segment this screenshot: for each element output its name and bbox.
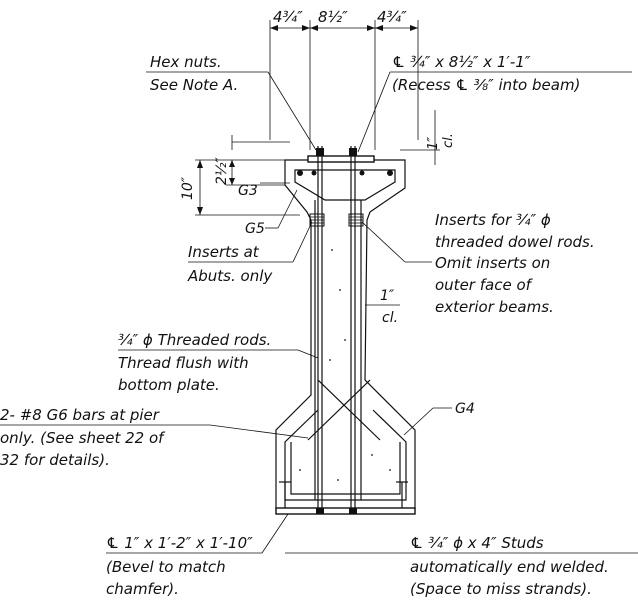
label-inserts-abuts-only: Abuts. only — [187, 267, 273, 285]
dim-right-flange: 4¾″ — [377, 8, 407, 26]
dim-height-2-5: 2½″ — [214, 157, 230, 185]
label-bottom-plate: ℄ 1″ x 1′-2″ x 1′-10″ — [106, 534, 253, 552]
bottom-plate — [275, 507, 416, 515]
label-chamfer: chamfer). — [106, 580, 179, 598]
left-dimensions — [195, 135, 300, 216]
dim-web: 8½″ — [318, 8, 348, 26]
dim-clear-top-unit: cl. — [441, 133, 456, 148]
label-g6-bars: 2- #8 G6 bars at pier — [0, 406, 160, 424]
label-top-plate-recess: (Recess ℄ ⅜″ into beam) — [392, 76, 580, 94]
clear-top-dim — [400, 110, 440, 165]
label-g6-details: 32 for details). — [0, 451, 110, 469]
label-space-strands: (Space to miss strands). — [410, 580, 592, 598]
label-g6-only: only. (See sheet 22 of — [0, 429, 166, 447]
label-bevel: (Bevel to match — [106, 558, 226, 576]
label-outer-face: outer face of — [435, 276, 534, 294]
label-hex-nuts-note: See Note A. — [150, 76, 238, 94]
label-omit-inserts: Omit inserts on — [435, 254, 550, 272]
dim-clear-web: 1″ — [380, 288, 395, 304]
top-dimension-lines — [269, 20, 419, 150]
g4-stirrup — [284, 409, 407, 501]
dim-left-flange: 4¾″ — [273, 8, 303, 26]
label-threaded-rods: ¾″ ϕ Threaded rods. — [118, 331, 271, 349]
concrete-stipple — [299, 249, 391, 481]
label-inserts-abuts: Inserts at — [188, 243, 260, 261]
leaders — [0, 71, 638, 554]
label-thread-flush: Thread flush with — [118, 354, 249, 372]
beam-outline — [275, 159, 416, 511]
dim-clear-top: 1″ — [426, 137, 441, 150]
label-end-welded: automatically end welded. — [410, 558, 609, 576]
label-hex-nuts: Hex nuts. — [150, 53, 222, 71]
dim-clear-web-unit: cl. — [382, 310, 398, 326]
label-top-plate: ℄ ¾″ x 8½″ x 1′-1″ — [392, 53, 531, 71]
label-exterior-beams: exterior beams. — [435, 298, 554, 316]
label-g3: G3 — [238, 183, 258, 199]
g3-stirrup — [294, 169, 396, 201]
label-g5: G5 — [245, 221, 265, 237]
label-g4: G4 — [455, 401, 475, 417]
studs — [279, 481, 408, 508]
label-inserts-dowel: Inserts for ¾″ ϕ — [435, 211, 551, 229]
label-bottom-plate-note: bottom plate. — [118, 376, 220, 394]
label-studs: ℄ ¾″ ϕ x 4″ Studs — [410, 534, 544, 552]
label-inserts-dowel-rods: threaded dowel rods. — [435, 233, 595, 251]
dim-height-10: 10″ — [180, 176, 196, 200]
top-plate — [307, 155, 375, 163]
threaded-rods — [316, 146, 357, 514]
